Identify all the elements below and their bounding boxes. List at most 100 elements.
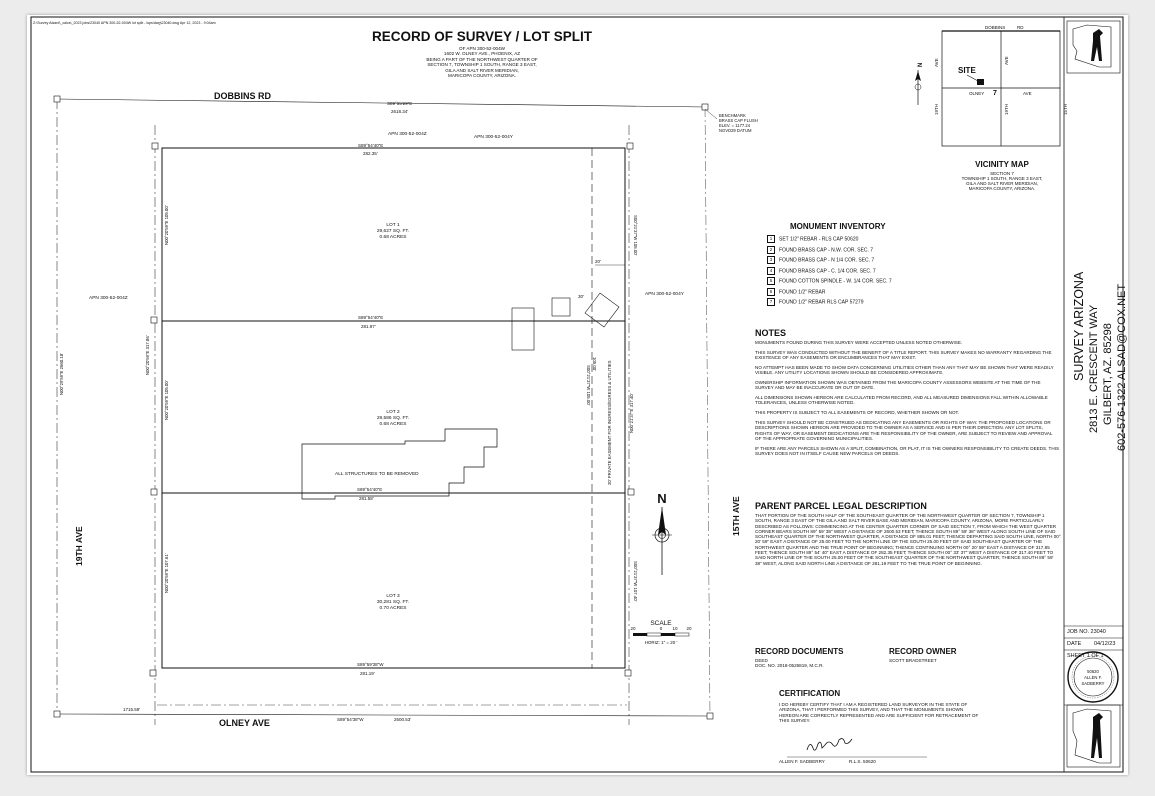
notes-list: MONUMENTS FOUND DURING THIS SURVEY WERE … [755,340,1060,461]
south-left-distance: 1715.59' [123,707,140,712]
monument-text: FOUND BRASS CAP - N 1/4 COR. SEC. 7 [779,257,875,264]
monument-text: FOUND COTTON SPINDLE - W. 1/4 COR. SEC. … [779,278,892,285]
monument-number: 2 [767,245,775,254]
lot-line-4-distance: 281.19' [360,671,375,676]
sheet-border [30,16,1124,773]
sheet-number: SHEET 1 OF 1 [1067,653,1104,659]
east-label-1: S00°21'37"W 105.00' [633,215,638,256]
lot-2-area: 29,586 SQ. FT. [377,415,409,421]
north-arrow-icon: N [652,491,672,575]
monument-item: 3 FOUND BRASS CAP - N 1/4 COR. SEC. 7 [767,256,874,264]
svg-text:19TH: 19TH [934,104,939,115]
lot-line-1-distance: 282.35' [363,151,378,156]
monument-number: 4 [767,266,775,275]
lot-line-2-distance: 281.97' [361,324,376,329]
monument-number: 3 [767,256,775,264]
north-line-distance: 2618.34' [391,109,408,114]
structure-house [301,428,498,500]
page-title: RECORD OF SURVEY / LOT SPLIT [371,29,593,44]
company-city: GILBERT, AZ. 85298 [1102,323,1114,425]
job-number: JOB NO. 23040 [1067,629,1106,635]
record-documents-title: RECORD DOCUMENTS [755,647,844,656]
structure-rotated [584,292,620,328]
svg-text:20: 20 [686,626,692,631]
svg-text:SECTION 7: SECTION 7 [990,171,1014,176]
scale-bar: SCALE 20 0 10 20 HORIZ: 1" = 20 ' [630,620,692,645]
svg-text:HORIZ: 1" = 20 ': HORIZ: 1" = 20 ' [645,640,678,645]
west-total-label: N00°20'59"E 317.86' [145,335,150,375]
monument-item: 5 FOUND COTTON SPINDLE - W. 1/4 COR. SEC.… [767,277,892,285]
seal-name-1: ALLEN F. [1084,675,1102,680]
svg-text:ELEV. = 1177.24: ELEV. = 1177.24 [719,123,751,128]
company-block: SURVEY ARIZONA 2813 E. CRESCENT WAY GILB… [1072,271,1128,451]
street-19th: 19TH AVE [74,526,84,566]
lot-line-3-bearing: S89°54'40"E [357,487,382,492]
survey-sheet: Z:\Survey Alsard\_calcs\_2023 jobs\23040… [27,15,1128,775]
monument-text: SET 1/2" REBAR - RLS CAP 50620 [779,236,859,243]
monument-item: 2 FOUND BRASS CAP - N.W. COR. SEC. 7 [767,245,874,254]
west-label-3: N00°20'59"E 107.61' [164,553,169,593]
south-line-bearing: S89°54'38"W [337,717,364,722]
lot-line-2-bearing: S89°54'40"E [358,315,383,320]
lot-line-3-distance: 281.58' [359,496,374,501]
svg-text:VICINITY MAP: VICINITY MAP [975,160,1029,169]
svg-text:SCALE: SCALE [650,620,672,627]
west-far-label: N00°29'59"E 2660.18' [59,353,64,395]
east-section-line [704,106,711,717]
note-item: MONUMENTS FOUND DURING THIS SURVEY WERE … [755,340,963,345]
lot-line-1-bearing: S89°54'40"E [358,143,383,148]
monument-number: 7 [767,298,775,306]
record-documents-line2: DOC. NO. 2018-0526819, M.C.R. [755,663,824,668]
dim-30-label: 30' [578,294,584,299]
monument-text: FOUND BRASS CAP - N.W. COR. SEC. 7 [779,246,874,253]
svg-text:19TH: 19TH [1004,104,1009,115]
apn-top-b: APN 300-52-004Y [474,134,514,140]
survey-drawing: Z:\Survey Alsard\_calcs\_2023 jobs\23040… [30,16,1128,773]
note-item: IF THERE ARE ANY PARCELS SHOWN AS A SPLI… [755,445,1060,456]
lot-2-name: LOT 2 [386,409,400,415]
svg-text:N: N [657,491,666,506]
svg-text:TOWNSHIP 1 SOUTH, RANGE 3 EAST: TOWNSHIP 1 SOUTH, RANGE 3 EAST, [962,176,1043,181]
note-item: THIS SURVEY WAS CONDUCTED WITHOUT THE BE… [755,349,1052,361]
lot-1-area: 29,627 SQ. FT. [377,228,409,234]
svg-text:10: 10 [672,626,678,631]
lot-3-name: LOT 3 [386,593,400,599]
benchmark-note: BENCHMARK BRASS CAP FLUSH ELEV. = 1177.2… [719,113,758,133]
company-contact: 602-576-1322 ALSAD@COX.NET [1116,284,1128,451]
note-item: THIS PROPERTY IS SUBJECT TO ALL EASEMENT… [755,410,960,416]
date-label: DATE [1067,641,1082,647]
svg-text:DOBBINS: DOBBINS [985,25,1005,30]
north-section-line [56,98,706,108]
svg-text:15TH: 15TH [1063,104,1068,115]
svg-text:AVE: AVE [1004,56,1009,65]
company-address: 2813 E. CRESCENT WAY [1088,304,1100,433]
lot-3-area: 30,281 SQ. FT. [377,599,409,605]
svg-text:GILA AND SALT RIVER MERIDIAN,: GILA AND SALT RIVER MERIDIAN, [966,181,1038,186]
record-owner-title: RECORD OWNER [889,647,957,656]
svg-text:NGVD29 DATUM: NGVD29 DATUM [719,128,752,133]
monument-item: 1 SET 1/2" REBAR - RLS CAP 50620 [767,235,858,243]
notes-title: NOTES [755,328,787,338]
svg-text:RD: RD [1017,25,1024,30]
monument-number: 5 [767,277,775,285]
file-path: Z:\Survey Alsard\_calcs\_2023 jobs\23040… [33,21,216,25]
svg-text:BRASS CAP FLUSH: BRASS CAP FLUSH [719,118,758,123]
certification-text: I DO HEREBY CERTIFY THAT I AM A REGISTER… [779,702,979,723]
south-line-distance: 2600.53' [394,717,411,722]
monument-text: FOUND BRASS CAP - C. 1/4 COR. SEC. 7 [779,267,876,274]
svg-text:N: N [918,63,924,67]
monument-number: 1 [767,235,775,243]
monument-item: 4 FOUND BRASS CAP - C. 1/4 COR. SEC. 7 [767,266,876,275]
structures-note: ALL STRUCTURES TO BE REMOVED [335,471,419,477]
lot-3-acres: 0.70 ACRES [380,605,407,611]
east-label-3: S00°21'37"W 107.40' [633,561,638,602]
lot-1-name: LOT 1 [386,222,400,228]
legal-description: THAT PORTION OF THE SOUTH HALF OF THE SO… [755,513,1061,566]
svg-text:AVE: AVE [934,58,939,67]
lot-1-acres: 0.68 ACRES [380,234,407,240]
monument-number: 6 [767,287,775,296]
vicinity-map: SITE DOBBINS RD OLNEY AVE 7 19TH AVE 15T… [934,25,1068,191]
